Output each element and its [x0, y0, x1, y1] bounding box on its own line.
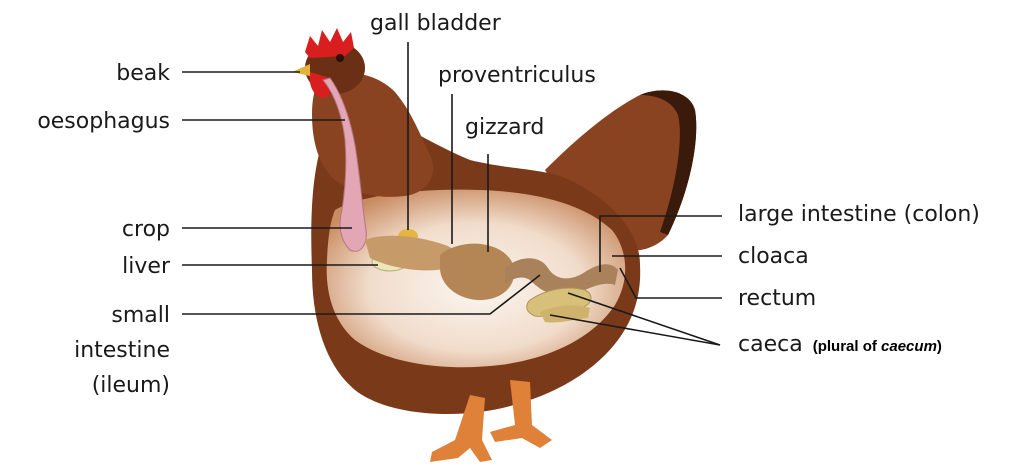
label-small-intestine-line1: small	[111, 303, 170, 328]
label-proventriculus: proventriculus	[438, 63, 596, 88]
label-rectum: rectum	[738, 286, 816, 311]
label-gizzard: gizzard	[465, 115, 544, 140]
caeca-note-suffix: )	[937, 338, 942, 355]
label-small-intestine-line2: intestine	[74, 338, 170, 363]
caeca-note-prefix: (plural of	[813, 338, 881, 355]
caeca-note-term: caecum	[881, 338, 937, 355]
label-caeca: caeca	[738, 332, 803, 357]
label-small-intestine-line3: (ileum)	[92, 373, 170, 398]
eye	[336, 54, 344, 62]
label-beak: beak	[116, 61, 170, 86]
label-crop: crop	[122, 217, 170, 242]
comb	[305, 28, 354, 58]
beak-shape	[292, 64, 310, 76]
label-gall-bladder: gall bladder	[370, 11, 502, 36]
label-oesophagus: oesophagus	[37, 109, 170, 134]
label-liver: liver	[122, 254, 171, 279]
label-large-intestine: large intestine (colon)	[738, 202, 980, 227]
label-caeca-group: caeca (plural of caecum)	[738, 332, 942, 357]
label-cloaca: cloaca	[738, 244, 809, 269]
